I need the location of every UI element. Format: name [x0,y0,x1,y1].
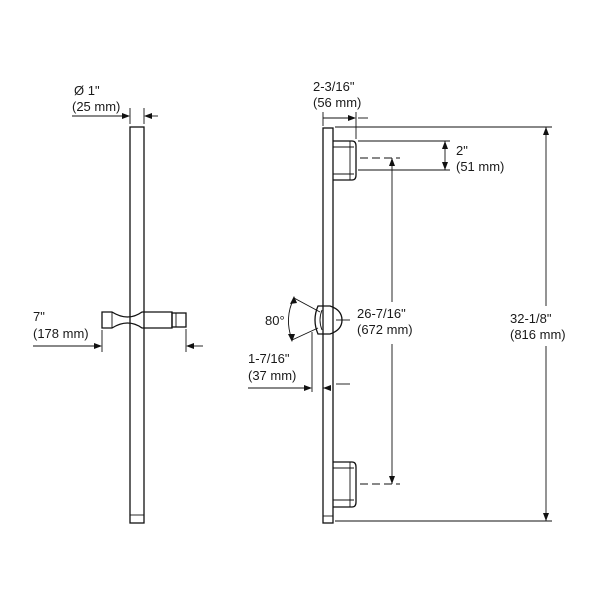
arrowhead [543,513,549,521]
arrowhead [304,385,312,391]
overall-length-imperial-label: 32-1/8" [510,311,552,326]
diameter-imperial-label: Ø 1" [74,83,100,98]
bottom-wall-bracket [333,461,357,508]
mount-spacing-imperial-label: 26-7/16" [357,306,406,321]
angle-arc [288,297,295,341]
arrowhead [442,162,448,170]
side-view: Ø 1" (25 mm) 7" (178 mm) [33,83,203,524]
arrowhead [543,127,549,135]
holder-width-imperial-label: 7" [33,309,45,324]
arrowhead [290,296,297,304]
arrowhead [186,343,194,349]
angle-leg [293,297,321,313]
diameter-metric-label: (25 mm) [72,99,120,114]
holder-contour-line [319,309,323,331]
arrowhead [348,115,356,121]
overall-length-metric-label: (816 mm) [510,327,566,342]
arrowhead [389,158,395,166]
angle-label: 80° [265,313,285,328]
bracket-height-imperial-label: 2" [456,143,468,158]
holder-offset-metric-label: (37 mm) [248,368,296,383]
sliding-holder-front [314,305,343,335]
mount-spacing-metric-label: (672 mm) [357,322,413,337]
angle-leg [291,327,319,341]
sliding-holder-body [101,311,173,329]
front-view: 2-3/16" (56 mm) 2" (51 mm) 26-7/16" (672… [248,79,566,524]
slide-bar-rod [322,127,334,524]
top-wall-bracket [333,140,357,181]
holder-offset-imperial-label: 1-7/16" [248,351,290,366]
holder-knob [171,312,187,328]
arrowhead [288,334,295,342]
depth-metric-label: (56 mm) [313,95,361,110]
arrowhead [442,141,448,149]
holder-width-metric-label: (178 mm) [33,326,89,341]
depth-imperial-label: 2-3/16" [313,79,355,94]
arrowhead [389,476,395,484]
slide-bar-rod [129,126,145,524]
arrowhead [323,385,331,391]
arrowhead [144,113,152,119]
bracket-height-metric-label: (51 mm) [456,159,504,174]
arrowhead [94,343,102,349]
arrowhead [122,113,130,119]
